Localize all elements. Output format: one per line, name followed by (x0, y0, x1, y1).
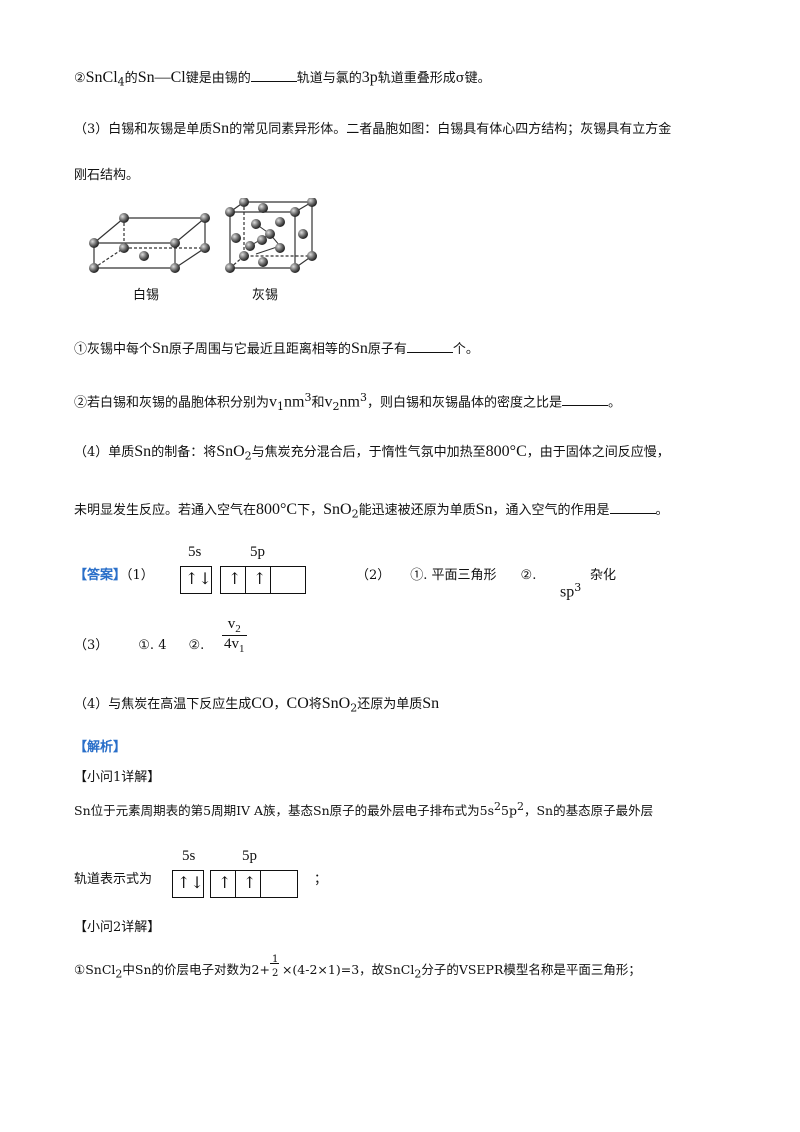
orbital-5p: ↑ ↑ (220, 566, 306, 594)
orbital-5s: ↑↓ (180, 566, 212, 594)
orbital-5s: ↑↓ (172, 870, 204, 898)
density-ratio-fraction: v2 4v1 (222, 616, 247, 655)
answer-4: （4）与焦炭在高温下反应生成CO，CO将SnO2还原为单质Sn (74, 695, 440, 715)
answer-blank (250, 69, 297, 82)
answer-row-1: 【答案】（1） (74, 568, 154, 583)
line-q4: （4）单质Sn的制备：将SnO2与焦炭充分混合后，于惰性气氛中加热至800°C，… (74, 443, 670, 463)
answer-blank (609, 501, 656, 514)
q1-end: ； (314, 872, 328, 887)
white-tin-cell (93, 217, 207, 269)
line-q3: （3）白锡和灰锡是单质Sn的常见同素异形体。二者晶胞如图：白锡具有体心四方结构；… (74, 120, 672, 137)
answer-blank (561, 393, 608, 407)
line-q3-1: ①灰锡中每个Sn原子周围与它最近且距离相等的Sn原子有个。 (74, 340, 479, 357)
sp3-hybrid: sp3 (560, 581, 582, 601)
analysis-tag: 【解析】 (74, 740, 127, 755)
q2-heading: 【小问2详解】 (74, 920, 161, 935)
line-q4-cont: 未明显发生反应。若通入空气在800°C下，SnO2能迅速被还原为单质Sn，通入空… (74, 501, 669, 521)
answer-blank (406, 340, 453, 353)
orbital-5p: ↑ ↑ (210, 870, 298, 898)
hybrid-label: 杂化 (590, 568, 617, 583)
q1-orbital-text: 轨道表示式为 (74, 872, 153, 887)
q1-heading: 【小问1详解】 (74, 770, 161, 785)
white-tin-label: 白锡 (133, 288, 160, 303)
line-q3-cont: 刚石结构。 (74, 168, 140, 183)
q1-text: Sn位于元素周期表的第5周期IV A族，基态Sn原子的最外层电子排布式为5s25… (74, 800, 654, 819)
crystal-figure (89, 198, 317, 273)
line-q3-2: ②若白锡和灰锡的晶胞体积分别为v1nm3和v2nm3，则白锡和灰锡晶体的密度之比… (74, 391, 621, 413)
line-sncl4: ②SnCl4的Sn—Cl键是由锡的轨道与氯的3p轨道重叠形成σ键。 (74, 69, 491, 89)
answer-tag: 【答案】 (74, 568, 127, 583)
gray-tin-label: 灰锡 (252, 288, 279, 303)
